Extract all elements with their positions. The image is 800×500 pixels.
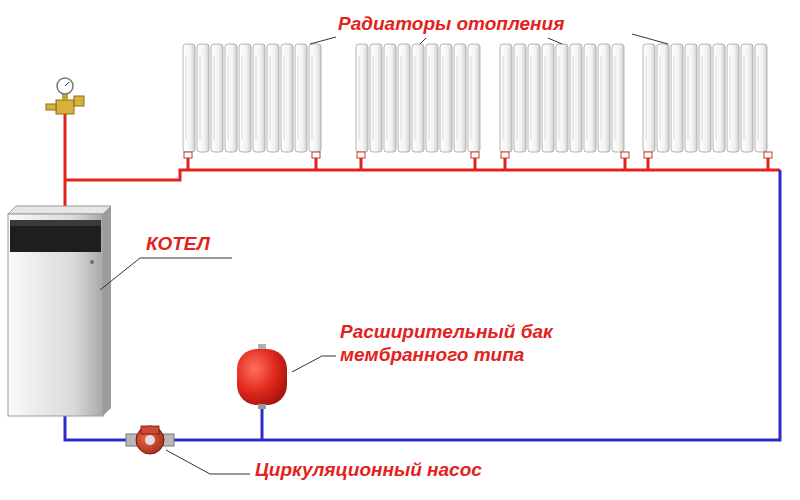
boiler	[8, 206, 111, 416]
callout-label: Радиаторы отопления	[338, 12, 564, 35]
return-pipe	[65, 170, 780, 440]
radiator	[642, 42, 768, 154]
callout-label: Расширительный бак мембранного типа	[340, 320, 570, 366]
leader-lines	[100, 34, 668, 474]
radiator	[499, 42, 625, 154]
radiator	[182, 42, 322, 154]
safety-group	[46, 78, 84, 114]
radiator-valves	[184, 152, 772, 158]
callout-label: Циркуляционный насос	[255, 458, 482, 481]
radiator	[355, 42, 481, 154]
expansion-tank	[237, 344, 287, 440]
circulation-pump	[126, 426, 174, 454]
callout-label: КОТЕЛ	[146, 232, 210, 255]
